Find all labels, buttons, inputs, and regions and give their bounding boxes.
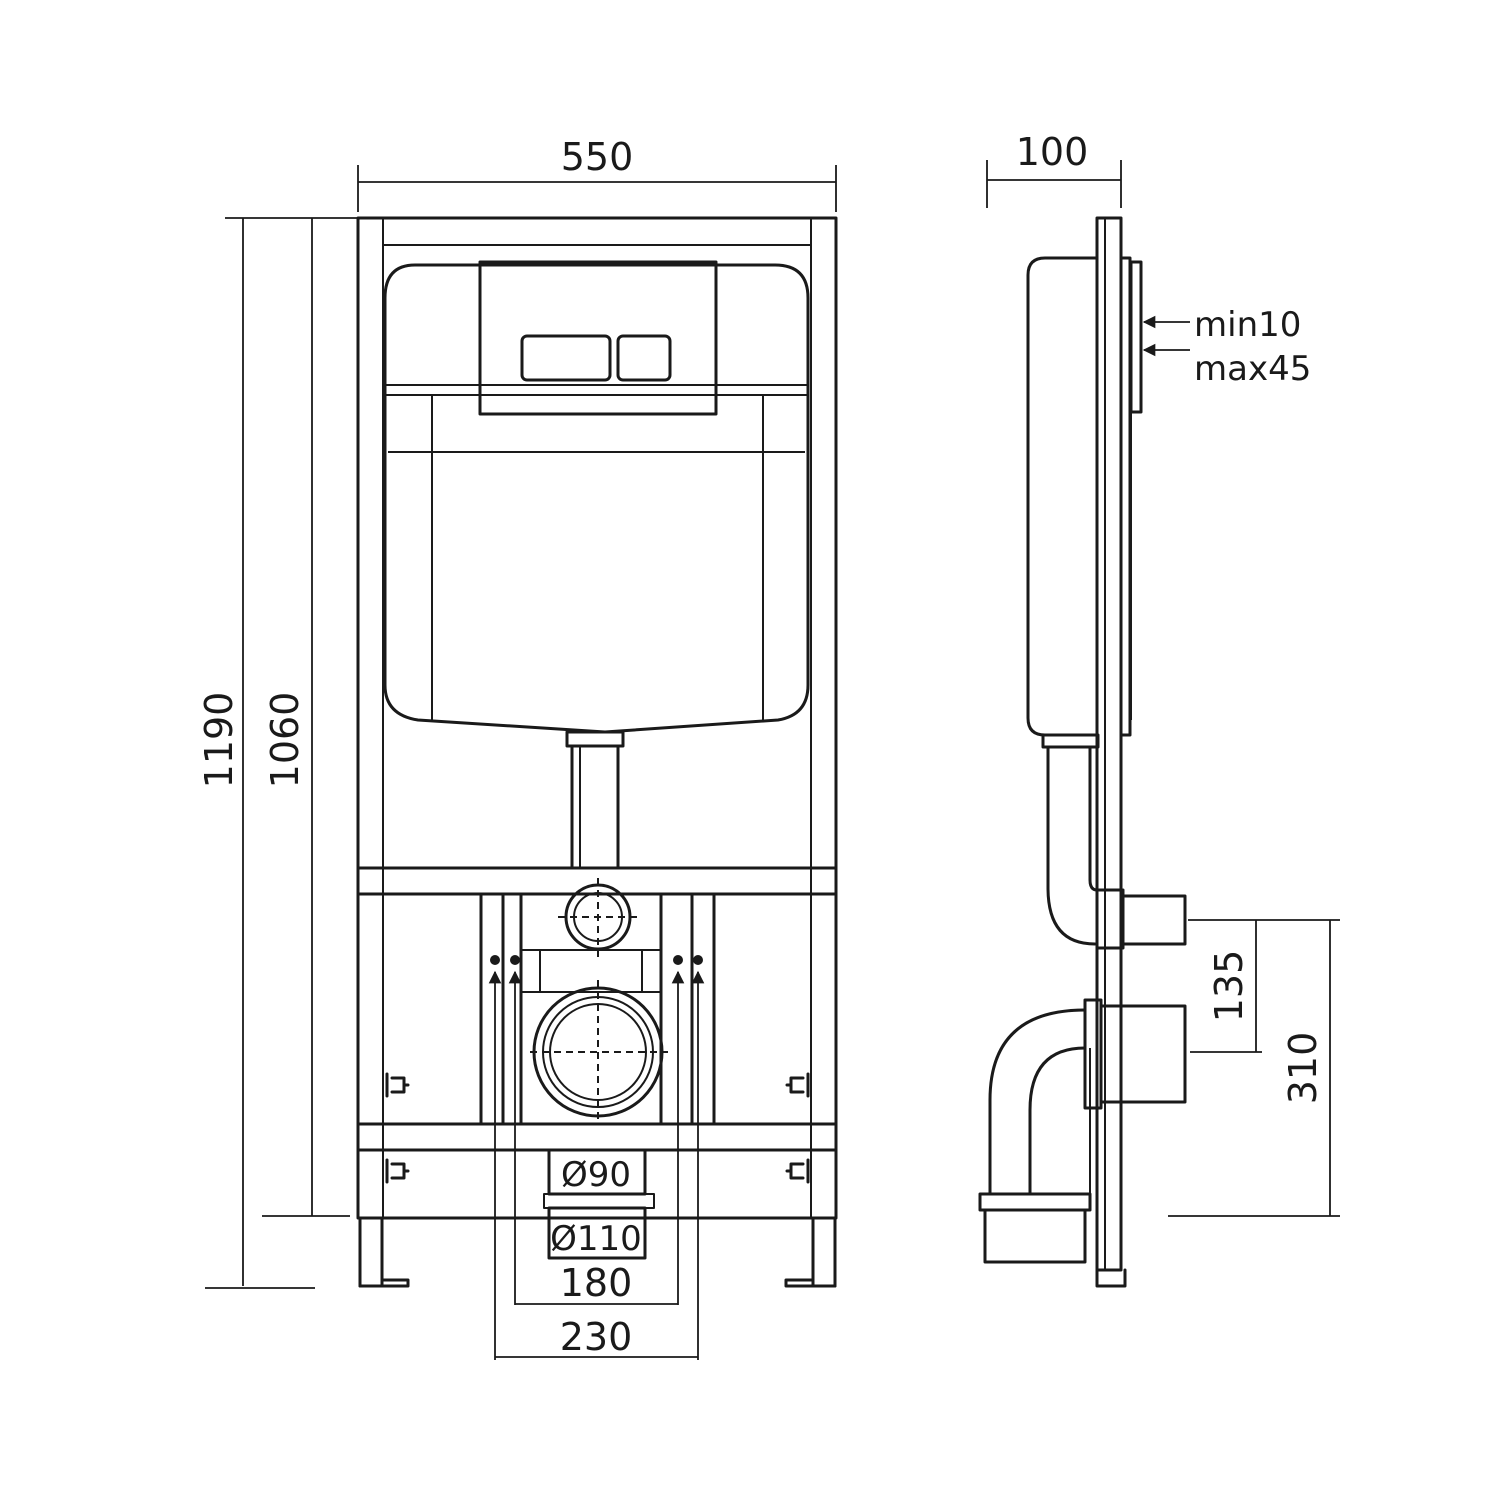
- label-pipe-90: Ø90: [561, 1155, 631, 1195]
- bracket-right: [690, 892, 716, 1126]
- frame-outline: [356, 216, 838, 1220]
- dimension-bolt-spacing: 180 230: [488, 970, 705, 1360]
- dimension-width: 550: [357, 135, 837, 212]
- flush-button-large: [520, 334, 612, 382]
- label-total-height: 1190: [197, 692, 241, 789]
- front-view: [356, 216, 838, 1288]
- side-outlet-connector: [978, 998, 1187, 1264]
- right-leg: [784, 1216, 837, 1288]
- side-cistern-body: [1026, 256, 1099, 737]
- label-panel-min: min10: [1194, 305, 1301, 345]
- flush-plate: [478, 260, 718, 416]
- bracket-left: [479, 892, 505, 1126]
- side-view: [978, 216, 1187, 1288]
- cistern-tank: [383, 263, 810, 734]
- dimension-total-height: 1190: [197, 217, 358, 1289]
- label-spacing-230: 230: [560, 1315, 633, 1359]
- dimension-panel-thickness: min10 max45: [1142, 305, 1311, 389]
- bolt-hole-icon: [490, 955, 703, 965]
- side-frame-upright: [1095, 216, 1123, 1272]
- outlet-housing: [519, 892, 663, 1126]
- lower-crossbar: [356, 1122, 838, 1152]
- side-flush-plate: [1129, 260, 1143, 414]
- label-spacing-180: 180: [560, 1261, 633, 1305]
- dimension-outlet-height: 310: [1168, 920, 1340, 1217]
- label-inner-height: 1060: [263, 692, 307, 789]
- flush-button-small: [616, 334, 672, 382]
- label-depth: 100: [1016, 130, 1089, 174]
- side-leg: [1095, 1268, 1127, 1288]
- flush-downpipe: [565, 730, 625, 870]
- dimension-inner-height: 1060: [262, 218, 350, 1217]
- waste-outlet: [530, 980, 668, 1122]
- label-inlet-height: 135: [1207, 950, 1251, 1023]
- water-inlet: [558, 878, 640, 958]
- label-outlet-height: 310: [1281, 1032, 1325, 1105]
- left-leg: [358, 1216, 410, 1288]
- pipe-connectors: [543, 1148, 655, 1260]
- side-downpipe: [1041, 733, 1100, 946]
- label-frame-width: 550: [561, 135, 634, 179]
- label-panel-max: max45: [1194, 349, 1311, 389]
- dimension-depth: 100: [986, 130, 1122, 208]
- dimension-inlet-height: 135: [1188, 919, 1340, 1053]
- label-pipe-110: Ø110: [550, 1219, 642, 1259]
- fixing-bolt-icon: [385, 1072, 810, 1184]
- side-inlet-connector: [1095, 888, 1187, 950]
